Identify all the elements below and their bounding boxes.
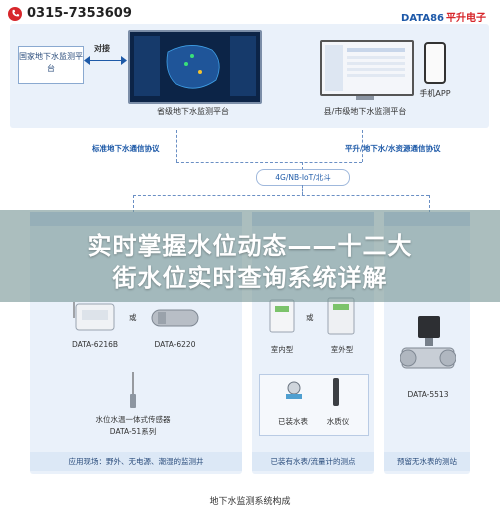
- protocol-line-left: [176, 130, 177, 162]
- branch-line: [133, 195, 429, 196]
- banner-title-line1: 实时掌握水位动态——十二大: [87, 232, 413, 260]
- network-line: [302, 162, 303, 170]
- quality-label: 水质仪: [326, 417, 350, 426]
- county-caption: 县/市级地下水监测平台: [323, 107, 407, 116]
- or-label-mid: 或: [306, 313, 314, 322]
- device-6216b-label: DATA-6216B: [71, 340, 119, 349]
- arrow-right-icon: [121, 56, 127, 65]
- national-platform-box: 国家地下水监测平台: [18, 46, 84, 84]
- indoor-cabinet-icon: [269, 299, 295, 333]
- rtu-device-icon: [73, 302, 115, 331]
- protocol-left-label: 标准地下水通信协议: [92, 144, 160, 153]
- protocol-right-label: 平升/地下水/水资源通信协议: [345, 144, 441, 153]
- water-level-sensor-icon: [130, 372, 136, 408]
- banner-title-line2: 街水位实时查询系统详解: [112, 264, 388, 292]
- cylinder-device-icon: [151, 309, 199, 327]
- sensor-series-label: DATA-51系列: [109, 427, 157, 436]
- connect-arrow: [85, 60, 125, 61]
- indoor-label: 室内型: [270, 345, 294, 354]
- county-monitor: [320, 40, 414, 96]
- unmetered-station-footer: 预留无水表的测站: [384, 452, 470, 471]
- app-caption: 手机APP: [419, 89, 451, 98]
- phone-icon: [8, 6, 22, 21]
- sub-device-box: [259, 374, 369, 436]
- arrow-left-icon: [84, 56, 90, 65]
- device-6220-label: DATA-6220: [154, 340, 196, 349]
- brand-name: DATA86: [401, 13, 444, 24]
- water-meter-icon: [286, 381, 302, 399]
- branch-left: [133, 195, 134, 213]
- protocol-line-right: [362, 130, 363, 162]
- provincial-screen: [128, 30, 262, 104]
- diagram-caption: 地下水监测系统构成: [209, 497, 291, 507]
- monitor-stand: [356, 96, 374, 100]
- provincial-caption: 省级地下水监测平台: [157, 107, 229, 116]
- network-badge: 4G/NB-IoT/北斗: [256, 169, 350, 186]
- sensor-label: 水位水温一体式传感器: [95, 415, 171, 424]
- brand-name-cn: 平升电子: [446, 13, 486, 24]
- title-banner: [0, 210, 500, 302]
- or-label-left: 或: [129, 313, 137, 322]
- water-quality-icon: [333, 378, 339, 406]
- branch-right: [429, 195, 430, 213]
- network-line-down: [302, 185, 303, 195]
- field-station-footer: 应用现场：野外、无电源、潮湿的监测井: [30, 452, 242, 471]
- phone-contact: 0315-7353609: [8, 6, 132, 21]
- connect-label: 对接: [94, 44, 110, 53]
- protocol-join-line: [176, 162, 362, 163]
- phone-number: 0315-7353609: [27, 6, 132, 21]
- monitor-screen-graphic: [325, 45, 405, 91]
- meter-label: 已装水表: [278, 417, 308, 426]
- device-5513-label: DATA-5513: [407, 390, 449, 399]
- flow-valve-icon: [400, 316, 456, 369]
- mobile-phone: [424, 42, 446, 84]
- map-dashboard-graphic: [134, 36, 256, 96]
- outdoor-label: 室外型: [330, 345, 354, 354]
- metered-station-footer: 已装有水表/流量计的测点: [252, 452, 374, 471]
- outdoor-cabinet-icon: [327, 297, 355, 335]
